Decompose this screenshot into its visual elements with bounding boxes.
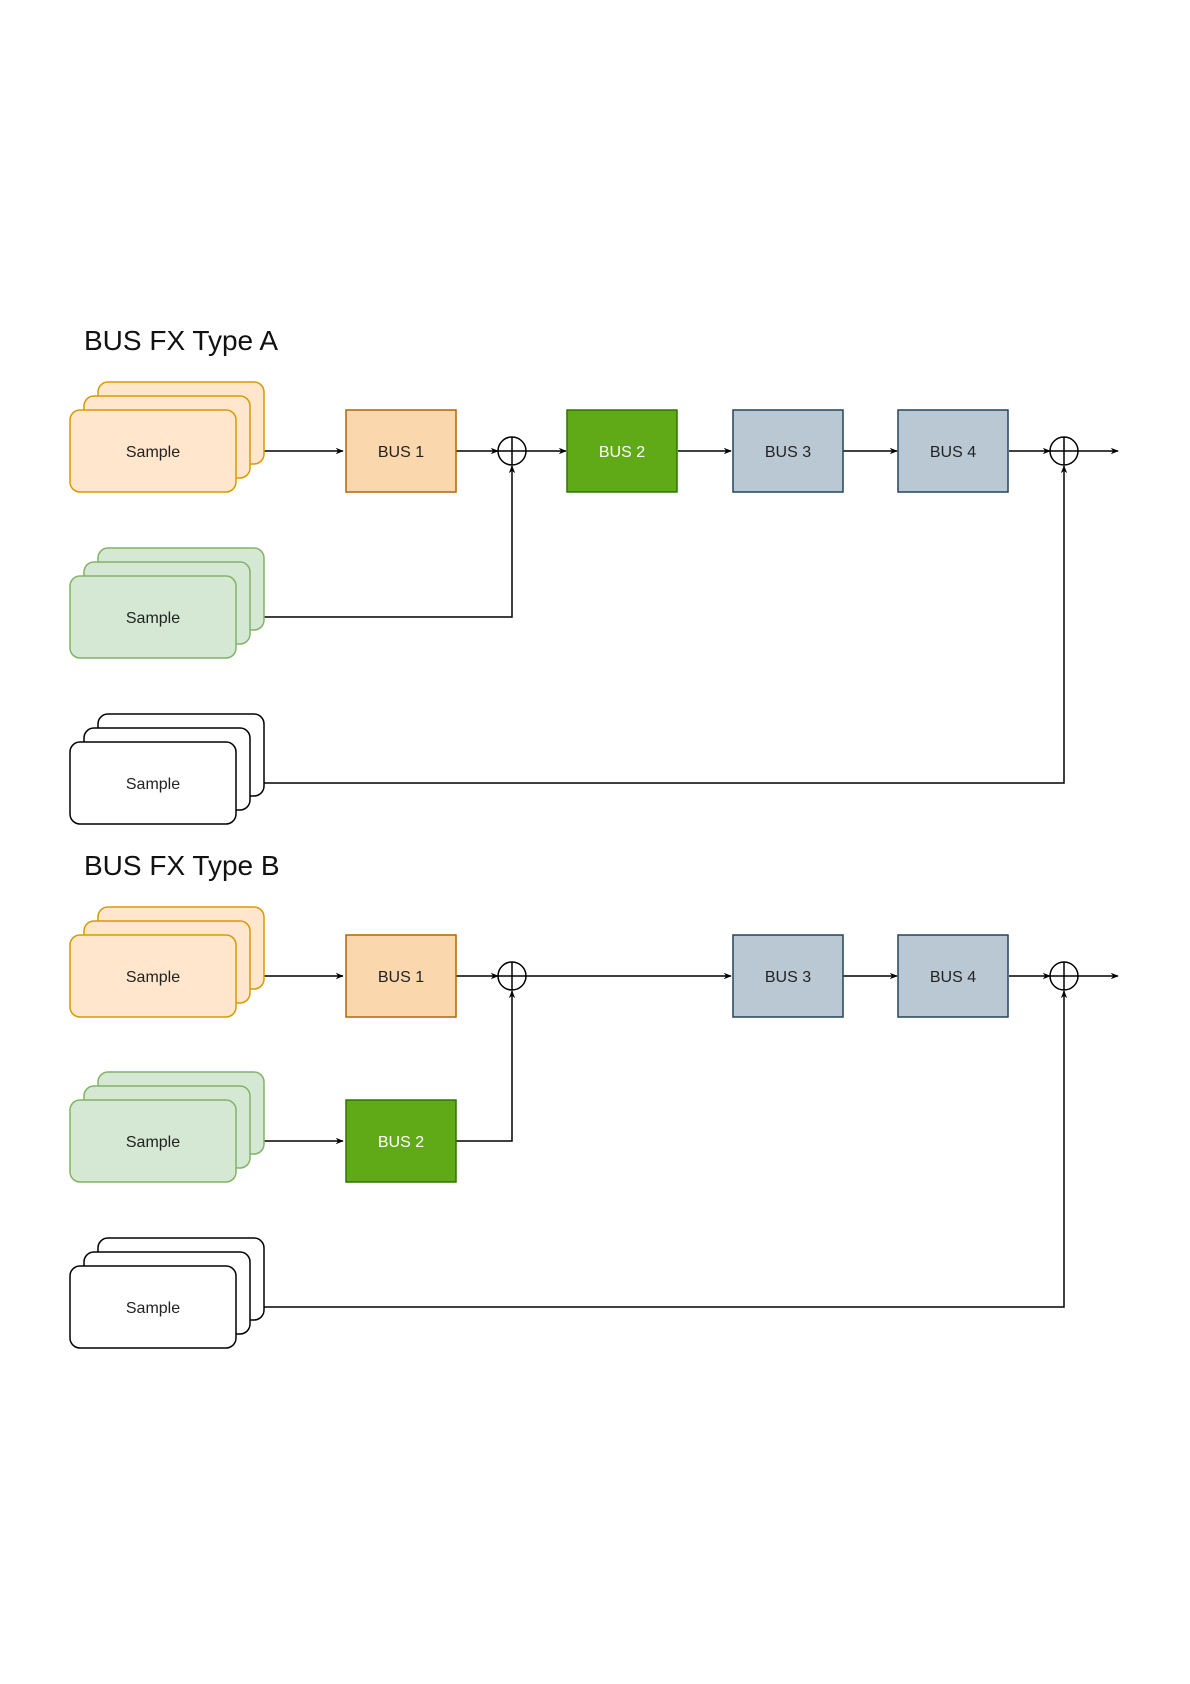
sample-stack: Sample (70, 548, 264, 658)
sample-stack: Sample (70, 1072, 264, 1182)
bus-label: BUS 3 (765, 969, 811, 986)
sample-label: Sample (126, 1134, 180, 1151)
bus-block: BUS 2 (567, 410, 677, 492)
diagram-title: BUS FX Type B (84, 850, 280, 881)
sample-stack: Sample (70, 382, 264, 492)
bus-label: BUS 1 (378, 444, 424, 461)
sample-stack: Sample (70, 714, 264, 824)
summing-junction-icon (498, 437, 526, 465)
summing-junction-icon (1050, 962, 1078, 990)
sample-label: Sample (126, 444, 180, 461)
bus-label: BUS 2 (378, 1134, 424, 1151)
bus-block: BUS 3 (733, 935, 843, 1017)
sample-label: Sample (126, 1300, 180, 1317)
bus-block: BUS 1 (346, 410, 456, 492)
sample-stack: Sample (70, 907, 264, 1017)
bus-label: BUS 4 (930, 444, 976, 461)
sample-label: Sample (126, 969, 180, 986)
bus-label: BUS 3 (765, 444, 811, 461)
bus-block: BUS 4 (898, 410, 1008, 492)
summing-junction-icon (1050, 437, 1078, 465)
summing-junction-icon (498, 962, 526, 990)
bus-block: BUS 2 (346, 1100, 456, 1182)
bus-block: BUS 3 (733, 410, 843, 492)
diagram-type-b: BUS FX Type B Sample Sample (70, 850, 1118, 1348)
bus-block: BUS 1 (346, 935, 456, 1017)
sample-label: Sample (126, 610, 180, 627)
bus-label: BUS 2 (599, 444, 645, 461)
sample-label: Sample (126, 776, 180, 793)
connectors (237, 451, 1118, 783)
connector (237, 466, 1064, 783)
bus-label: BUS 4 (930, 969, 976, 986)
bus-block: BUS 4 (898, 935, 1008, 1017)
connector (456, 991, 512, 1141)
diagram-type-a: BUS FX Type A Sample Sample (70, 325, 1118, 824)
bus-label: BUS 1 (378, 969, 424, 986)
sample-stack: Sample (70, 1238, 264, 1348)
diagram-title: BUS FX Type A (84, 325, 278, 356)
